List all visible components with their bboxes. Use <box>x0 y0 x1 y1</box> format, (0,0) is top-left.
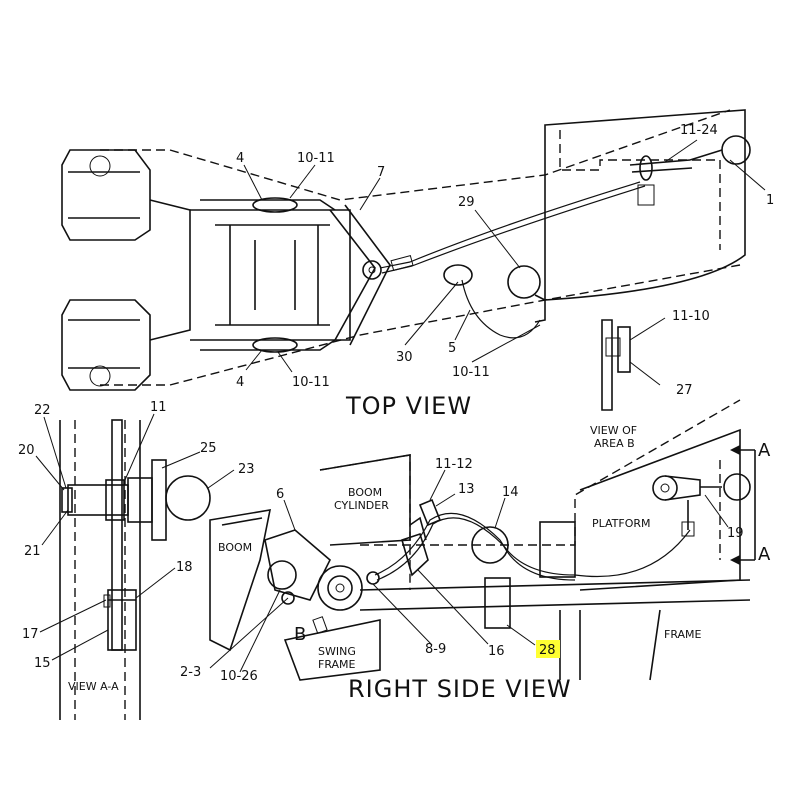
callout-25: 25 <box>200 441 217 456</box>
callout-labels: 4 10-11 7 11-24 1 29 30 5 10-11 4 10-11 … <box>18 123 774 684</box>
frame-label: FRAME <box>664 628 702 641</box>
swing-frame-label-2: FRAME <box>318 658 356 671</box>
boom-cylinder-label-2: CYLINDER <box>334 499 389 512</box>
callout-11-aa: 11 <box>150 400 167 415</box>
part-labels: BOOM CYLINDER BOOM PLATFORM FRAME SWING … <box>218 440 771 671</box>
view-of-area-b-line1: VIEW OF <box>590 424 637 437</box>
swing-frame-label-1: SWING <box>318 645 356 658</box>
right-side-view <box>209 399 756 681</box>
section-a-top-label: A <box>758 440 771 461</box>
callout-29: 29 <box>458 195 475 210</box>
callout-28-highlight <box>536 640 560 658</box>
callout-21: 21 <box>24 544 41 559</box>
callout-27: 27 <box>676 383 693 398</box>
callout-8-9: 8-9 <box>425 642 446 657</box>
callout-7: 7 <box>377 165 385 180</box>
callout-5: 5 <box>448 341 456 356</box>
callout-16: 16 <box>488 644 505 659</box>
top-view-leaders <box>243 139 766 386</box>
callout-13: 13 <box>458 482 475 497</box>
callout-4-bottom: 4 <box>236 375 244 390</box>
callout-10-11-top: 10-11 <box>297 151 335 166</box>
platform-label: PLATFORM <box>592 517 651 530</box>
right-side-view-title: RIGHT SIDE VIEW <box>348 675 572 703</box>
callout-1: 1 <box>766 193 774 208</box>
callout-11-12: 11-12 <box>435 457 473 472</box>
callout-17: 17 <box>22 627 39 642</box>
callout-18: 18 <box>176 560 193 575</box>
callout-30: 30 <box>396 350 413 365</box>
top-view <box>61 109 751 411</box>
callout-15: 15 <box>34 656 51 671</box>
view-a-a-title: VIEW A-A <box>68 680 119 693</box>
callout-19: 19 <box>727 526 744 541</box>
boom-cylinder-label-1: BOOM <box>348 486 382 499</box>
section-a-bottom-label: A <box>758 544 771 565</box>
view-titles: TOP VIEW RIGHT SIDE VIEW VIEW OF AREA B … <box>68 392 637 703</box>
top-view-title: TOP VIEW <box>345 392 472 420</box>
view-of-area-b-line2: AREA B <box>594 437 635 450</box>
callout-14: 14 <box>502 485 519 500</box>
callout-11-24: 11-24 <box>680 123 718 138</box>
callout-23: 23 <box>238 462 255 477</box>
callout-22: 22 <box>34 403 51 418</box>
callout-2-3: 2-3 <box>180 665 201 680</box>
right-view-leaders <box>209 469 729 673</box>
callout-10-11-bottom: 10-11 <box>292 375 330 390</box>
callout-28: 28 <box>539 643 556 658</box>
callout-10-26: 10-26 <box>220 669 258 684</box>
callout-20: 20 <box>18 443 35 458</box>
callout-6: 6 <box>276 487 284 502</box>
boom-label: BOOM <box>218 541 252 554</box>
callout-10-11-mid: 10-11 <box>452 365 490 380</box>
callout-11-10: 11-10 <box>672 309 710 324</box>
view-a-a-leaders <box>35 413 235 661</box>
area-b-label: B <box>294 624 306 645</box>
callout-4-top: 4 <box>236 151 244 166</box>
